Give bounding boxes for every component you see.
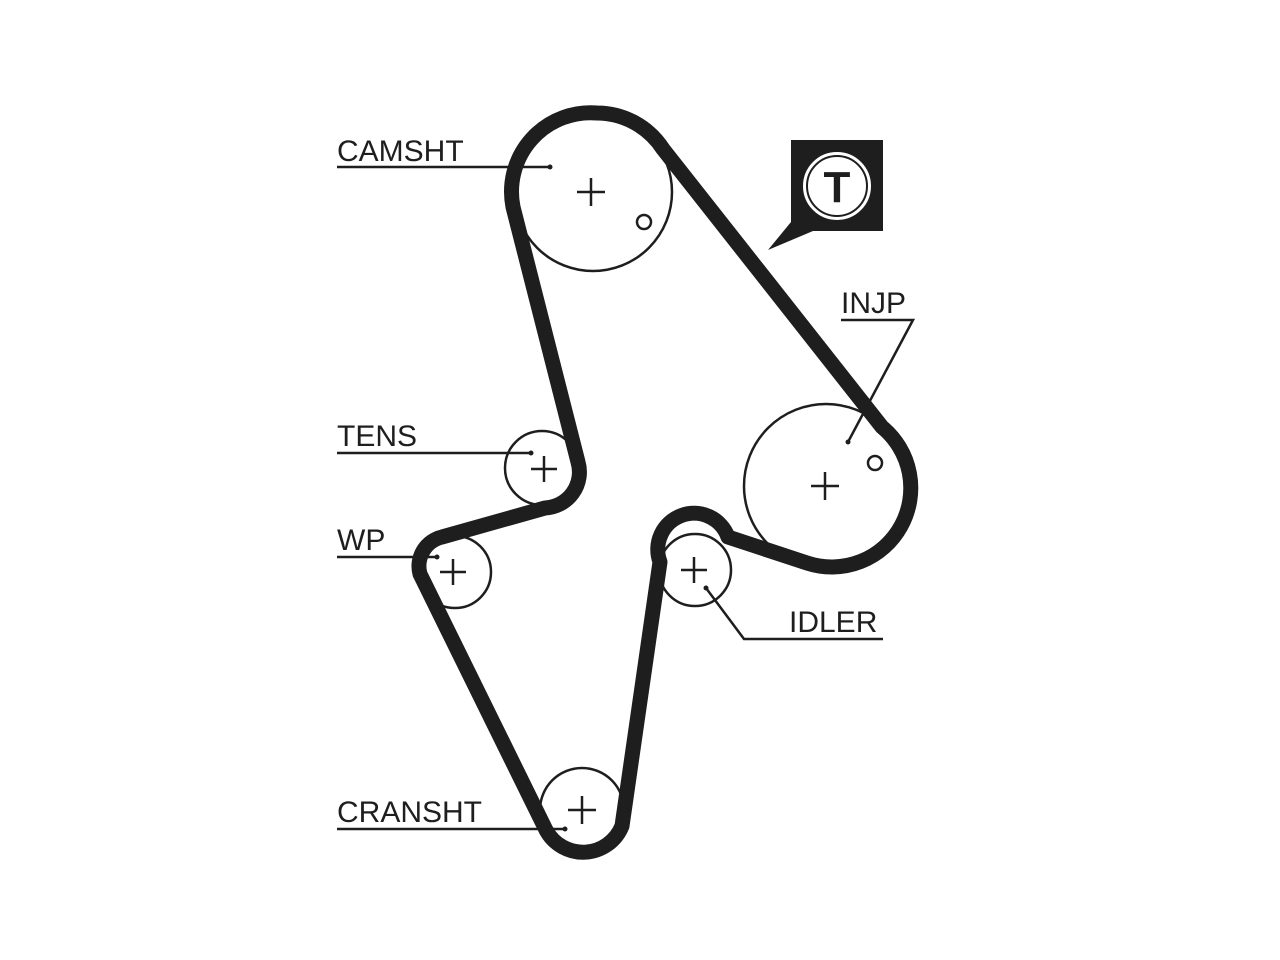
injection-pump-timing-mark <box>866 454 884 472</box>
camshaft-pulley <box>512 111 674 273</box>
label-injection-pump: INJP <box>841 287 906 320</box>
leader-lines <box>337 164 916 832</box>
tension-badge-circle <box>803 152 871 220</box>
label-water-pump: WP <box>337 524 385 557</box>
label-crankshaft: CRANSHT <box>337 796 482 829</box>
crankshaft-pulley <box>538 766 626 854</box>
idler-leader <box>704 587 883 641</box>
injection-pump-pulley <box>742 402 910 570</box>
idler-pulley <box>657 532 733 608</box>
camshaft-timing-mark <box>635 213 653 231</box>
injection-pump-leader <box>841 318 916 443</box>
label-tensioner: TENS <box>337 420 417 453</box>
label-idler: IDLER <box>789 606 877 639</box>
tension-badge-letter: T <box>824 163 851 212</box>
label-camshaft: CAMSHT <box>337 135 464 168</box>
water-pump-pulley <box>417 534 493 610</box>
tensioner-pulley <box>503 429 581 507</box>
tension-badge: T <box>768 140 883 250</box>
